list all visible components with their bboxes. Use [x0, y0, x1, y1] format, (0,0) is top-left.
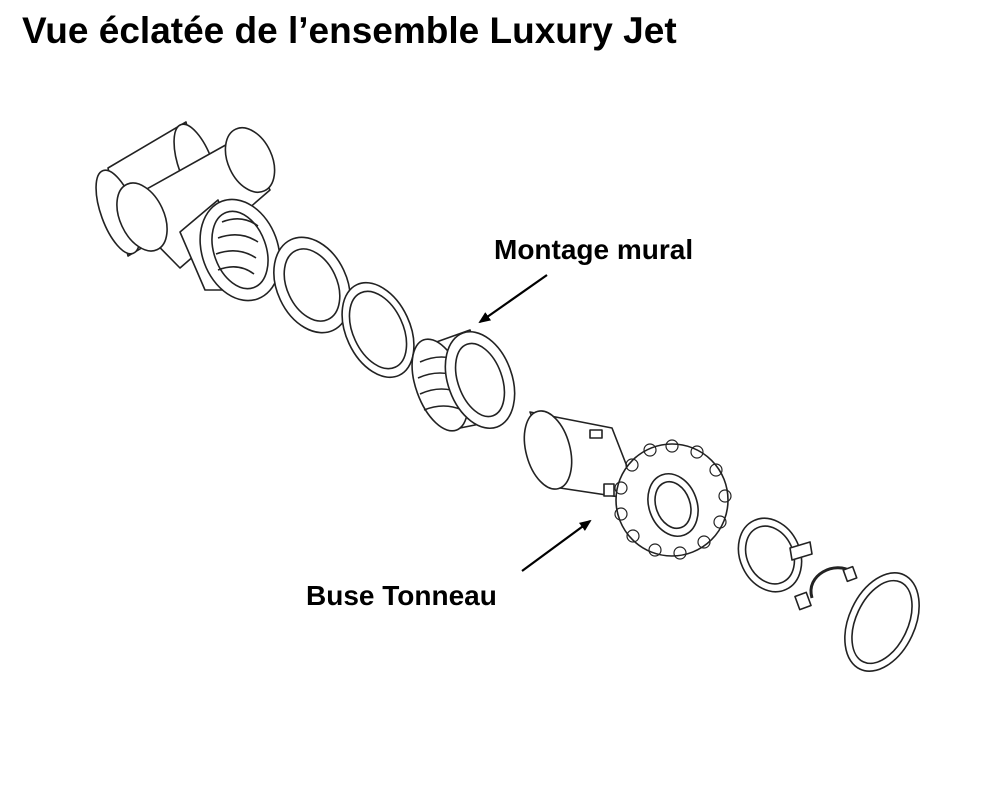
snap-ring	[794, 565, 858, 611]
gasket-ring-2	[341, 281, 415, 379]
page-title: Vue éclatée de l’ensemble Luxury Jet	[22, 10, 677, 51]
outer-gasket-ring	[844, 572, 920, 672]
hose-clamp	[737, 517, 813, 593]
jet-nozzle	[523, 410, 732, 560]
nozzle-bezel-beads	[614, 439, 732, 560]
jet-nozzle-arrow	[521, 519, 592, 572]
wall-mount-arrow	[478, 274, 548, 324]
jet-nozzle-label: Buse Tonneau	[306, 580, 497, 611]
wall-mount-label: Montage mural	[494, 234, 694, 265]
wall-mount-fitting	[411, 329, 516, 432]
gasket-ring-1	[273, 236, 351, 334]
pipe-body	[95, 121, 281, 302]
